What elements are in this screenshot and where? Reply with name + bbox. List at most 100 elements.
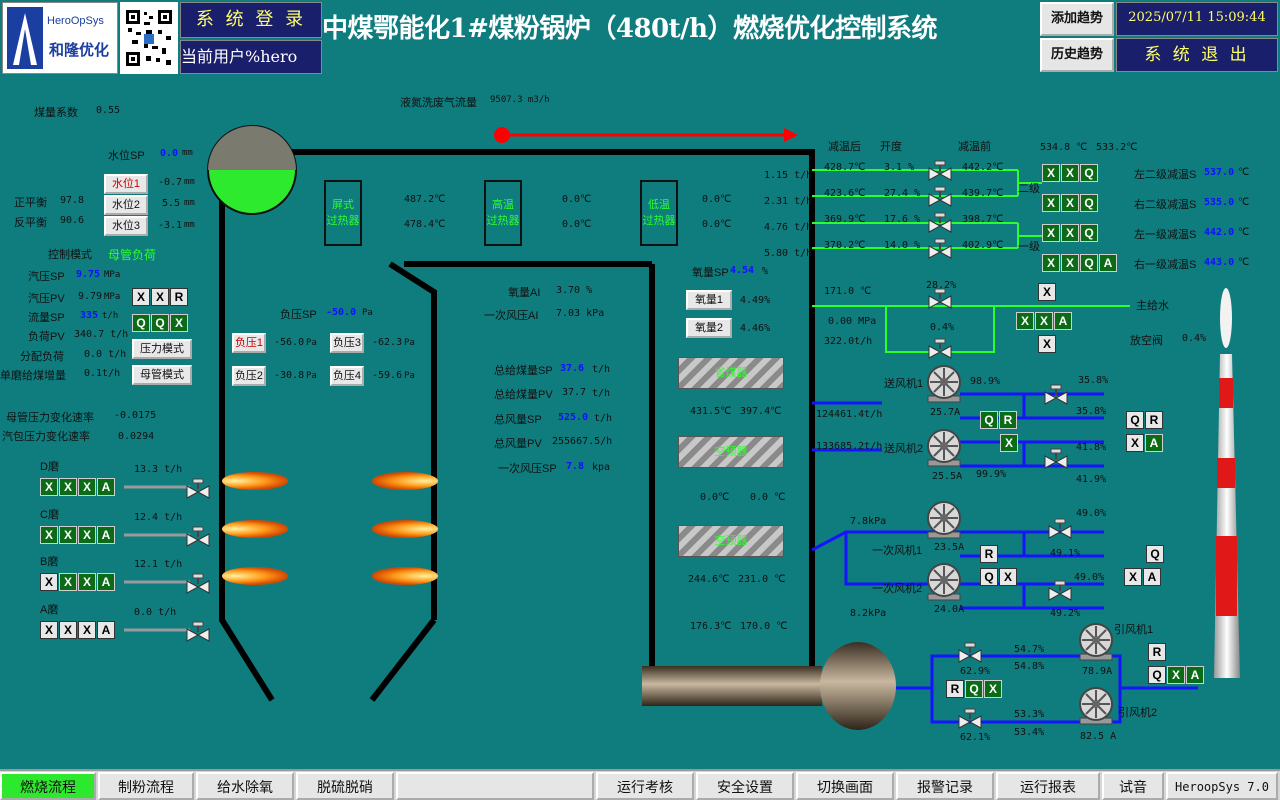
footer-tab[interactable]: 安全设置 xyxy=(696,772,794,800)
fan-icon[interactable] xyxy=(1076,622,1116,662)
pa-valve-1b: 49.1% xyxy=(1050,548,1081,559)
valve-icon[interactable] xyxy=(186,478,210,500)
fd-valve-2b: 41.9% xyxy=(1076,474,1107,485)
footer-tab[interactable]: 运行报表 xyxy=(996,772,1100,800)
valve-icon[interactable] xyxy=(928,338,952,360)
mill-status: A xyxy=(97,478,115,496)
header-rate-label: 母管压力变化速率 xyxy=(6,412,94,424)
valve-icon[interactable] xyxy=(928,288,952,310)
coal-sp-value[interactable]: 37.6 xyxy=(560,363,585,374)
neg-pressure-1-button[interactable]: 负压1 xyxy=(232,333,266,353)
neg-pressure-sp-value[interactable]: -50.0 xyxy=(326,307,357,318)
valve-icon[interactable] xyxy=(958,708,982,730)
high-temp-superheater: 高温过热器 xyxy=(484,180,522,246)
fan-icon[interactable] xyxy=(924,428,964,468)
burner-flame-icon xyxy=(372,567,438,585)
id-fan-2-label: 引风机2 xyxy=(1118,707,1158,719)
water-level-3-button[interactable]: 水位3 xyxy=(104,216,148,236)
desup-sp-unit: ℃ xyxy=(1238,167,1250,178)
login-button[interactable]: 系 统 登 录 xyxy=(180,2,322,38)
aph2-temp-in: 244.6℃ xyxy=(688,574,730,585)
mill-status: X xyxy=(40,526,58,544)
neg-pressure-3-button[interactable]: 负压3 xyxy=(330,333,364,353)
valve-icon[interactable] xyxy=(928,212,952,234)
pa-valve-2: 49.0% xyxy=(1074,572,1105,583)
level-1-label: 一级 xyxy=(1018,241,1040,253)
pa-sp-value[interactable]: 7.8 xyxy=(566,461,585,472)
footer-tab[interactable]: 运行考核 xyxy=(596,772,694,800)
desup-sp-value[interactable]: 537.0 xyxy=(1204,167,1235,178)
fan-icon[interactable] xyxy=(924,364,964,404)
single-mill-inc-label: 单磨给煤增量 xyxy=(0,370,66,382)
logo-text-bottom: 和隆优化 xyxy=(49,41,110,59)
fan-icon[interactable] xyxy=(1076,686,1116,726)
coal-pv-value: 37.7 xyxy=(562,387,587,398)
valve-icon[interactable] xyxy=(1044,448,1068,470)
pa-pressure-2: 8.2kPa xyxy=(850,608,887,619)
steam-sp-value[interactable]: 9.75 xyxy=(76,269,101,280)
valve-icon[interactable] xyxy=(928,160,952,182)
water-level-1-button[interactable]: 水位1 xyxy=(104,174,148,194)
valve-icon[interactable] xyxy=(928,238,952,260)
mill-status: X xyxy=(59,478,77,496)
high-label: 高温过热器 xyxy=(486,199,520,227)
footer-tab[interactable]: 试音 xyxy=(1102,772,1164,800)
history-trend-button[interactable]: 历史趋势 xyxy=(1040,38,1114,72)
o2-2-button[interactable]: 氧量2 xyxy=(686,318,732,338)
valve-icon[interactable] xyxy=(186,526,210,548)
vent-valve-label: 放空阀 xyxy=(1130,335,1163,347)
valve-icon[interactable] xyxy=(1048,580,1072,602)
valve-icon[interactable] xyxy=(1048,518,1072,540)
flow-sp-value[interactable]: 335 xyxy=(80,310,99,321)
footer-tab[interactable]: 燃烧流程 xyxy=(0,772,96,800)
water-level-2-button[interactable]: 水位2 xyxy=(104,195,148,215)
desup-after-temp: 370.2℃ xyxy=(824,240,866,251)
footer-tab[interactable]: 报警记录 xyxy=(896,772,994,800)
neg-pressure-2-button[interactable]: 负压2 xyxy=(232,366,266,386)
status-x: X xyxy=(170,314,188,332)
pa-fan-1-amp: 23.5A xyxy=(934,542,965,553)
add-trend-button[interactable]: 添加趋势 xyxy=(1040,2,1114,36)
valve-icon[interactable] xyxy=(186,573,210,595)
water-sp-value[interactable]: 0.0 xyxy=(160,148,179,159)
mill-label: B磨 xyxy=(40,556,59,568)
footer-tab[interactable]: 脱硫脱硝 xyxy=(296,772,394,800)
o2-sp-unit: % xyxy=(762,266,769,277)
footer-tab[interactable] xyxy=(396,772,594,800)
pa-ai-value: 7.03 kPa xyxy=(556,308,605,319)
desup-sp-value[interactable]: 535.0 xyxy=(1204,197,1235,208)
valve-icon[interactable] xyxy=(958,642,982,664)
pa-fan-2-label: 一次风机2 xyxy=(872,583,923,595)
flue-duct xyxy=(642,666,822,706)
valve-icon[interactable] xyxy=(186,621,210,643)
header-mode-button[interactable]: 母管模式 xyxy=(132,365,192,385)
fan-icon[interactable] xyxy=(924,562,964,602)
pressure-mode-button[interactable]: 压力模式 xyxy=(132,339,192,359)
current-user-value: %hero xyxy=(245,47,298,66)
air-sp-value[interactable]: 525.0 xyxy=(558,412,589,423)
id-valve-1: 62.9% xyxy=(960,666,991,677)
desup-sp-value[interactable]: 443.0 xyxy=(1204,257,1235,268)
np2-unit: Pa xyxy=(306,371,317,381)
flue-cyclone xyxy=(820,642,896,730)
vent-valve-value: 0.4% xyxy=(1182,333,1207,344)
o2-1-button[interactable]: 氧量1 xyxy=(686,290,732,310)
footer-tab[interactable]: 切换画面 xyxy=(796,772,894,800)
footer-tab[interactable]: 制粉流程 xyxy=(98,772,194,800)
footer-tab[interactable]: 给水除氧 xyxy=(196,772,294,800)
exit-button[interactable]: 系 统 退 出 xyxy=(1116,38,1278,72)
burner-flame-icon xyxy=(372,520,438,538)
valve-icon[interactable] xyxy=(928,186,952,208)
fan-icon[interactable] xyxy=(924,500,964,540)
control-mode-value: 母管负荷 xyxy=(108,248,157,262)
desup-before-temp: 442.2℃ xyxy=(962,162,1004,173)
desup-sp-value[interactable]: 442.0 xyxy=(1204,227,1235,238)
pa-valve-2b: 49.2% xyxy=(1050,608,1081,619)
valve-icon[interactable] xyxy=(1044,384,1068,406)
o2-sp-value[interactable]: 4.54 xyxy=(730,265,755,276)
neg-pressure-4-button[interactable]: 负压4 xyxy=(330,366,364,386)
exhaust-dot-icon xyxy=(494,127,510,143)
desup-sp-label: 右二级减温S xyxy=(1134,199,1197,211)
